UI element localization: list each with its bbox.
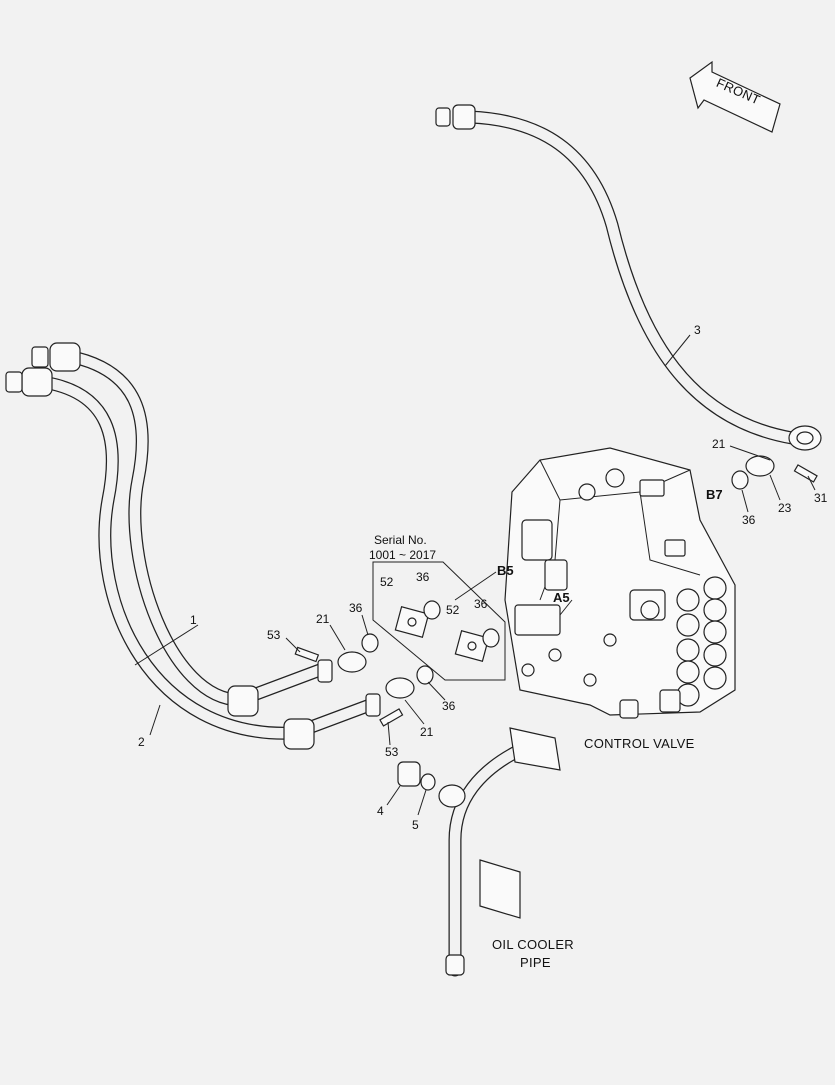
callout-21-mid: 21 [316,612,330,626]
hose-3 [435,104,822,451]
control-valve-body [504,447,736,719]
callout-3: 3 [694,323,701,337]
oil-cooler-caption-2: PIPE [520,955,551,970]
callout-31: 31 [814,491,828,505]
leader-lines [134,334,816,816]
callout-52-b: 52 [446,603,460,617]
oil-cooler-caption-1: OIL COOLER [492,937,574,952]
callout-36-left: 36 [349,601,363,615]
port-b5: B5 [497,563,514,578]
callout-52-a: 52 [380,575,394,589]
hose-2 [5,367,381,750]
callout-53-low: 53 [385,745,399,759]
flange-assembly-lower [379,665,434,727]
front-arrow-icon: FRONT [689,60,781,133]
hose-1 [31,342,333,717]
callout-5: 5 [412,818,419,832]
control-valve-caption: CONTROL VALVE [584,736,695,751]
o-ring-5 [420,773,436,791]
callout-21-top: 21 [712,437,726,451]
callout-21-low: 21 [420,725,434,739]
callout-23: 23 [778,501,792,515]
callout-53-top: 53 [267,628,281,642]
port-b7: B7 [706,487,723,502]
callout-2: 2 [138,735,145,749]
serial-line-2: 1001 ~ 2017 [369,548,436,562]
plug-4 [397,761,421,787]
callout-36-low: 36 [442,699,456,713]
flange-assembly-upper [294,633,379,673]
callout-36-box-b: 36 [474,597,488,611]
callout-36-b7: 36 [742,513,756,527]
serial-line-1: Serial No. [374,533,427,547]
serial-number-box [372,561,506,681]
oil-cooler-pipe [438,727,561,977]
callout-4: 4 [377,804,384,818]
flange-assembly-b7 [731,455,818,490]
callout-36-box-a: 36 [416,570,430,584]
callout-1: 1 [190,613,197,627]
port-a5: A5 [553,590,570,605]
